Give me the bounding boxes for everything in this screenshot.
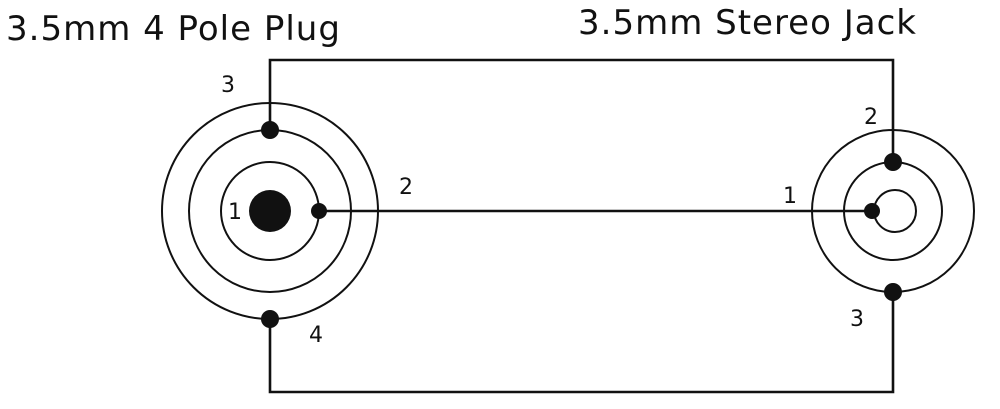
wire-plug3-to-jack2 [268,58,895,162]
plug-pin-2-label: 2 [399,175,413,200]
plug-pin-3-dot [261,121,279,139]
jack-pin-3-label: 3 [850,307,864,332]
jack-pin-3-dot [884,283,902,301]
jack-title: 3.5mm Stereo Jack [578,3,917,43]
plug-pin-1-label: 1 [228,200,242,225]
plug-pin-4-label: 4 [309,323,323,348]
jack-inner-ring [873,189,917,233]
plug-connector [161,102,379,328]
jack-pin-1-label: 1 [783,184,797,209]
plug-pin-2-dot [311,203,327,219]
jack-pin-1-dot [864,203,880,219]
plug-pin-4-dot [261,310,279,328]
plug-title: 3.5mm 4 Pole Plug [6,9,341,49]
jack-pin-2-label: 2 [864,105,878,130]
plug-pin-1-tip [249,190,291,232]
jack-pin-2-dot [884,153,902,171]
plug-pin-3-label: 3 [221,73,235,98]
jack-connector [811,129,975,301]
wire-plug4-to-jack3 [268,292,895,394]
